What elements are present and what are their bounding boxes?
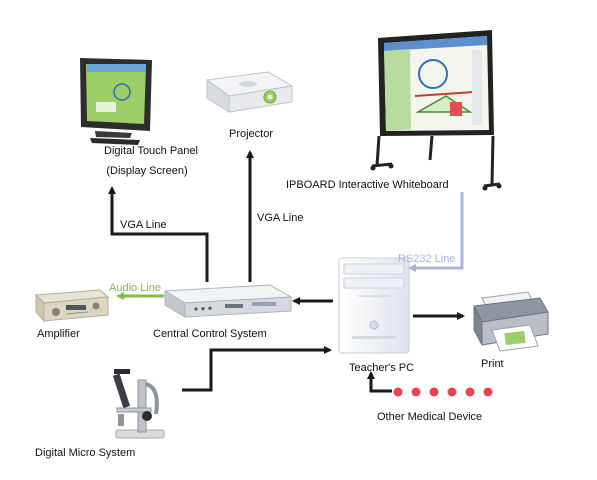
teachers-pc-label: Teacher's PC xyxy=(349,362,415,374)
microscope-icon xyxy=(112,369,165,439)
central-control-label: Central Control System xyxy=(153,328,267,340)
projector-icon xyxy=(205,71,294,113)
touch-panel-label: Digital Touch Panel xyxy=(104,145,198,157)
connector-vga-touch-panel xyxy=(108,186,209,282)
other-medical-label: Other Medical Device xyxy=(377,411,483,423)
connector-micro-to-pc xyxy=(182,346,332,392)
vga-line-left-label: VGA Line xyxy=(120,219,167,231)
pc-tower-icon xyxy=(338,257,410,354)
whiteboard-label: IPBOARD Interactive Whiteboard xyxy=(286,179,449,191)
vga-line-right-label: VGA Line xyxy=(257,212,304,224)
monitor-icon xyxy=(80,58,152,145)
rs232-line-label: RS232 Line xyxy=(398,253,456,265)
print-label: Print xyxy=(481,358,504,370)
amplifier-label: Amplifier xyxy=(37,328,80,340)
connector-medical-to-pc xyxy=(367,371,392,393)
projector-label: Projector xyxy=(228,128,274,140)
printer-icon xyxy=(473,291,549,352)
control-box-icon xyxy=(163,284,293,318)
amplifier-icon xyxy=(34,289,110,323)
digital-micro-label: Digital Micro System xyxy=(35,447,136,459)
connector-rs232 xyxy=(408,192,464,272)
touch-panel-sublabel: (Display Screen) xyxy=(106,165,188,177)
audio-line-label: Audio Line xyxy=(109,282,161,294)
interactive-whiteboard-icon xyxy=(370,30,502,191)
device-dots-icon xyxy=(393,387,493,397)
